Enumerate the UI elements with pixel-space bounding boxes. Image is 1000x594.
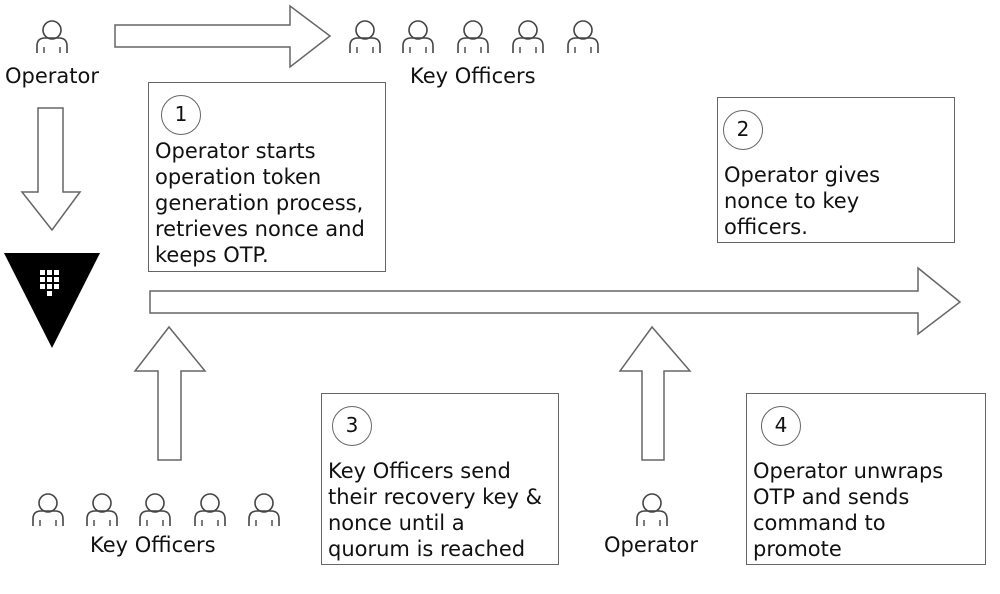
key-officers-top-person-icons: [349, 20, 599, 54]
step-2-text: Operator gives nonce to key officers.: [724, 163, 881, 239]
key-officer-person-icon: [457, 20, 489, 54]
key-officer-person-icon: [567, 20, 599, 54]
operator-bottom-person-icon: [636, 493, 668, 527]
vault-logo-icon: [4, 253, 100, 348]
arrow-operator-to-vault-icon: [20, 107, 82, 232]
step-1-box: 1 Operator starts operation token genera…: [148, 82, 386, 272]
key-officers-bottom-label: Key Officers: [90, 533, 216, 557]
operator-top-person-icon: [36, 20, 68, 54]
key-officer-person-icon: [32, 493, 64, 527]
step-3-text: Key Officers send their recovery key & n…: [328, 459, 542, 561]
key-officer-person-icon: [248, 493, 280, 527]
step-1-number: 1: [161, 95, 201, 135]
step-2-number: 2: [723, 110, 763, 150]
key-officer-person-icon: [512, 20, 544, 54]
key-officers-top-label: Key Officers: [410, 64, 536, 88]
key-officer-person-icon: [349, 20, 381, 54]
key-officer-person-icon: [194, 493, 226, 527]
arrow-operator-up-icon: [618, 325, 692, 461]
step-3-box: 3 Key Officers send their recovery key &…: [321, 393, 559, 565]
step-2-box: 2 Operator gives nonce to key officers.: [717, 97, 955, 243]
arrow-main-flow-icon: [149, 266, 962, 336]
operator-bottom-label: Operator: [604, 533, 698, 557]
arrow-operator-to-officers-icon: [114, 4, 332, 69]
step-3-number: 3: [332, 406, 372, 446]
key-officer-person-icon: [86, 493, 118, 527]
key-officer-person-icon: [402, 20, 434, 54]
step-4-number: 4: [761, 406, 801, 446]
key-officer-person-icon: [139, 493, 171, 527]
key-officers-bottom-person-icons: [32, 493, 280, 527]
step-4-box: 4 Operator unwraps OTP and sends command…: [746, 393, 986, 565]
step-1-text: Operator starts operation token generati…: [155, 139, 365, 267]
step-4-text: Operator unwraps OTP and sends command t…: [753, 459, 944, 561]
operator-top-label: Operator: [5, 64, 99, 88]
arrow-officers-up-icon: [133, 325, 207, 461]
